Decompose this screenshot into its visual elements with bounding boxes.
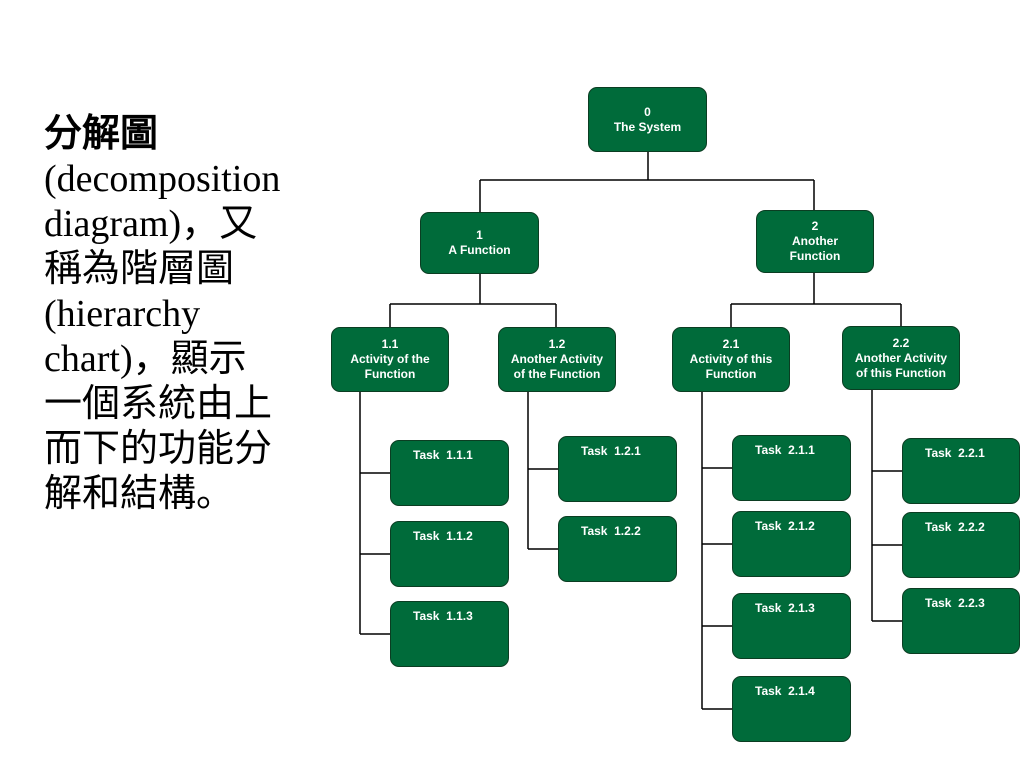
task-1-2-1: Task 1.2.1 xyxy=(558,436,677,502)
connector-activity-2-2 xyxy=(871,390,902,622)
node-function-2-number: 2 xyxy=(811,219,819,233)
node-function-2: 2 Another Function xyxy=(756,210,874,273)
node-activity-2-1-label: Activity of this Function xyxy=(689,352,773,381)
task-1-1-3: Task 1.1.3 xyxy=(390,601,509,667)
task-2-2-3: Task 2.2.3 xyxy=(902,588,1020,654)
node-activity-1-2-number: 1.2 xyxy=(548,337,566,351)
node-function-2-label: Another Function xyxy=(789,234,841,263)
task-2-2-1: Task 2.2.1 xyxy=(902,438,1020,504)
node-activity-1-1: 1.1 Activity of the Function xyxy=(331,327,449,392)
node-activity-1-2-label: Another Activity of the Function xyxy=(510,352,604,381)
connector-root xyxy=(479,152,815,212)
node-activity-2-2-number: 2.2 xyxy=(892,335,910,350)
node-root: 0 The System xyxy=(588,87,707,152)
node-root-number: 0 xyxy=(644,104,651,119)
node-function-1: 1 A Function xyxy=(420,212,539,274)
node-activity-2-2-label: Another Activity of this Function xyxy=(854,350,948,380)
node-activity-1-1-label: Activity of the Function xyxy=(350,352,430,381)
node-function-1-number: 1 xyxy=(476,228,483,242)
node-activity-1-2: 1.2 Another Activity of the Function xyxy=(498,327,616,392)
node-activity-2-2: 2.2 Another Activity of this Function xyxy=(842,326,960,390)
task-2-1-2: Task 2.1.2 xyxy=(732,511,851,577)
connector-function-2 xyxy=(730,273,902,327)
task-1-1-2: Task 1.1.2 xyxy=(390,521,509,587)
task-2-1-3: Task 2.1.3 xyxy=(732,593,851,659)
task-2-2-2: Task 2.2.2 xyxy=(902,512,1020,578)
slide-heading: 分解圖 xyxy=(44,113,159,155)
node-activity-1-1-number: 1.1 xyxy=(381,337,399,351)
slide-text: 分解圖 (decomposition diagram)，又 稱為階層圖 (hie… xyxy=(44,112,334,517)
task-2-1-4: Task 2.1.4 xyxy=(732,676,851,742)
slide-description: (decomposition diagram)，又 稱為階層圖 (hierarc… xyxy=(44,158,281,515)
connector-activity-1-1 xyxy=(359,392,390,635)
node-root-label: The System xyxy=(613,119,682,134)
node-function-1-label: A Function xyxy=(448,243,511,257)
connector-function-1 xyxy=(389,274,557,327)
task-1-2-2: Task 1.2.2 xyxy=(558,516,677,582)
task-2-1-1: Task 2.1.1 xyxy=(732,435,851,501)
connector-activity-2-1 xyxy=(701,392,732,710)
node-activity-2-1-number: 2.1 xyxy=(722,337,740,351)
node-activity-2-1: 2.1 Activity of this Function xyxy=(672,327,790,392)
connector-activity-1-2 xyxy=(527,392,558,550)
task-1-1-1: Task 1.1.1 xyxy=(390,440,509,506)
